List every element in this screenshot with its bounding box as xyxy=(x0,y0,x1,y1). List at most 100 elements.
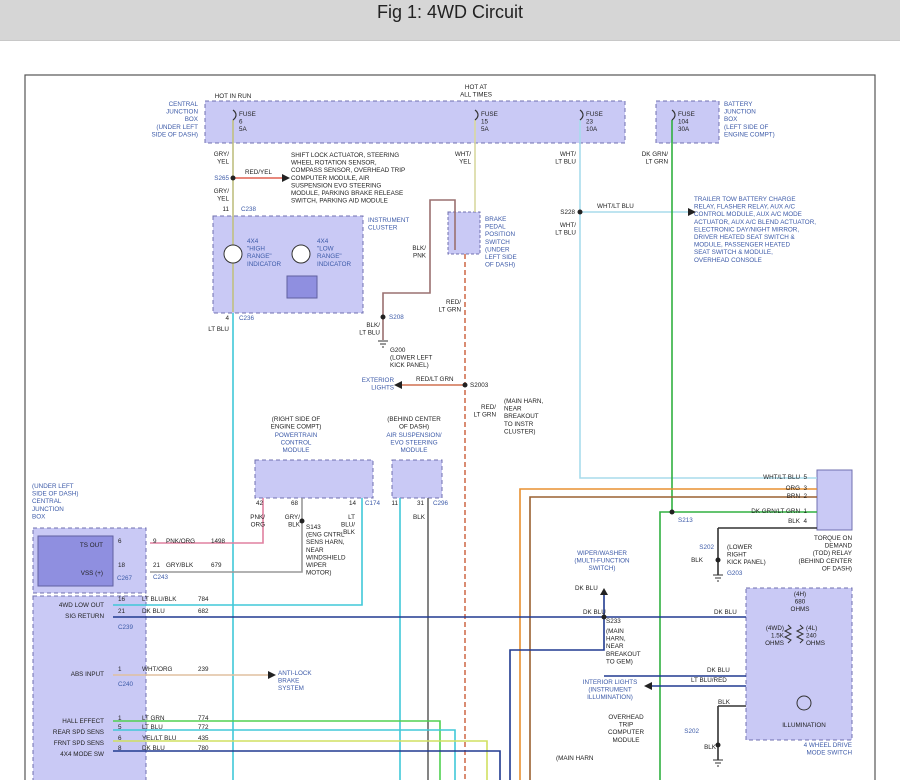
label-pcm-loc-0: (RIGHT SIDE OF xyxy=(272,416,321,423)
label-shift-lock-list-1: WHEEL ROTATION SENSOR, xyxy=(291,160,377,167)
label-s2003: S2003 xyxy=(470,382,489,389)
air-suspension-module xyxy=(391,459,443,499)
label-c174: C174 xyxy=(365,500,381,507)
label-red-yel: RED/YEL xyxy=(245,169,272,176)
label-dk-blu-extra: DK BLU xyxy=(583,609,606,616)
label-gry-yel-0: GRY/ xyxy=(214,151,230,158)
label-r4h-2: OHMS xyxy=(791,606,810,613)
label-lower-wires-3: DK BLU xyxy=(142,745,165,752)
resistors xyxy=(783,624,812,711)
label-blk: BLK xyxy=(413,514,426,521)
arrow-interior xyxy=(644,682,652,690)
ground-g203b xyxy=(713,759,723,767)
illumination-lamp xyxy=(796,695,812,711)
label-tod-pins-2: 2 xyxy=(803,493,807,500)
label-gry-blk-h: GRY/BLK xyxy=(166,562,194,569)
label-wht-ltblu-h: WHT/LT BLU xyxy=(597,203,634,210)
label-shift-lock-list-5: MODULE, PARKING BRAKE RELEASE xyxy=(291,190,403,197)
lamps xyxy=(223,244,311,264)
splice-s143 xyxy=(299,518,305,524)
label-low-range-2: RANGE" xyxy=(317,253,342,260)
label-evo-loc-1: OF DASH) xyxy=(399,424,429,431)
label-brake-switch-5: LEFT SIDE xyxy=(485,254,517,261)
label-lower-pins-0: 1 xyxy=(118,715,122,722)
wire-wht-ltblu xyxy=(579,120,817,479)
label-otc-2: COMPUTER xyxy=(608,729,644,736)
label-trailer-list-1: RELAY, FLASHER RELAY, AUX A/C xyxy=(694,204,795,211)
label-s202: S202 xyxy=(699,544,714,551)
splice-s2003 xyxy=(462,382,468,388)
label-fuse23-2: 10A xyxy=(586,126,598,133)
label-g203: G203 xyxy=(727,570,743,577)
label-wiper-2: SWITCH) xyxy=(589,565,616,572)
label-lower-nums-1: 772 xyxy=(198,724,209,731)
label-pin1: 1 xyxy=(118,666,122,673)
ground-g200 xyxy=(378,340,388,348)
label-lower-wires-1: LT BLU xyxy=(142,724,163,731)
label-blk-extra: BLK xyxy=(691,557,704,564)
label-fuse15-1: 15 xyxy=(481,119,489,126)
label-cjb-label-2: BOX xyxy=(185,116,199,123)
label-abs-1: BRAKE xyxy=(278,678,299,685)
label-r4wd-0: (4WD) xyxy=(766,625,784,632)
wire-brn xyxy=(529,496,817,780)
label-vss: VSS (+) xyxy=(81,570,103,577)
label-brake-switch-1: PEDAL xyxy=(485,224,506,231)
label-evo-loc-0: (BEHIND CENTER xyxy=(387,416,441,423)
resistor-4wd xyxy=(783,624,793,644)
label-shift-lock-list-3: COMPUTER MODULE, AIR xyxy=(291,175,370,182)
label-tod-pins-4: 4 xyxy=(803,518,807,525)
label-cjb-label-3: (UNDER LEFT xyxy=(156,124,198,131)
label-tod-wires-3: DK GRN/LT GRN xyxy=(751,508,800,515)
label-s143-2: SENS HARN, xyxy=(306,539,345,546)
label-red-ltgrn-0: RED/ xyxy=(446,299,461,306)
cjb2-module-block xyxy=(37,535,114,587)
label-sig-return: SIG RETURN xyxy=(65,613,104,620)
tod-relay-box xyxy=(816,469,853,531)
label-gry-yel-1: YEL xyxy=(217,159,229,166)
label-brake-switch-2: POSITION xyxy=(485,231,516,238)
label-pin6: 6 xyxy=(118,538,122,545)
central-junction-box xyxy=(204,100,626,144)
label-trailer-list-6: MODULE, PASSENGER HEATED xyxy=(694,242,790,249)
label-otc-3: MODULE xyxy=(613,737,640,744)
label-s2003-desc-3: TO INSTR xyxy=(504,421,534,428)
label-s2003-desc-4: CLUSTER) xyxy=(504,428,536,435)
splice-s233 xyxy=(601,614,607,620)
label-exterior-lights-0: EXTERIOR xyxy=(362,377,395,384)
label-wht-ltblu-1: LT BLU xyxy=(555,230,576,237)
label-blk-pnk-0: BLK/ xyxy=(412,245,426,252)
label-r4wd-2: OHMS xyxy=(765,640,784,647)
wire-lt-blu-2 xyxy=(113,729,456,780)
page-title: Fig 1: 4WD Circuit xyxy=(376,2,524,22)
label-wht-yel-0: WHT/ xyxy=(455,151,471,158)
arrow-trailer xyxy=(688,208,696,216)
label-wht-yel-1: YEL xyxy=(459,159,471,166)
label-instrument-cluster-1: CLUSTER xyxy=(368,225,398,232)
label-cjb2-label-3: JUNCTION xyxy=(32,506,64,513)
label-pin4: 4 xyxy=(225,315,229,322)
label-fuse104-1: 104 xyxy=(678,119,689,126)
label-hot-in-run: HOT IN RUN xyxy=(215,93,252,100)
label-trailer-list-5: DRIVER HEATED SEAT SWITCH & xyxy=(694,234,796,241)
label-high-range-3: INDICATOR xyxy=(247,261,282,268)
label-otc-0: OVERHEAD xyxy=(608,714,644,721)
label-tod-label-0: TORQUE ON xyxy=(814,535,852,542)
label-evo-1: EVO STEERING xyxy=(390,440,437,447)
arrow-shift-lock xyxy=(282,174,290,182)
label-dk-blu-extra: DK BLU xyxy=(714,609,737,616)
label-c236: C236 xyxy=(239,315,255,322)
label-trailer-list-0: TRAILER TOW BATTERY CHARGE xyxy=(694,196,796,203)
label-w1498: 1498 xyxy=(211,538,226,545)
powertrain-control-module xyxy=(254,459,374,499)
arrow-exterior xyxy=(394,381,402,389)
label-brake-switch-3: SWITCH xyxy=(485,239,510,246)
label-rear-spd: REAR SPD SENS xyxy=(53,729,104,736)
label-abs-input: ABS INPUT xyxy=(71,671,104,678)
label-tod-label-2: (TOD) RELAY xyxy=(813,550,853,557)
label-s2003-desc-1: NEAR xyxy=(504,406,522,413)
label-trailer-list-8: OVERHEAD CONSOLE xyxy=(694,257,762,264)
label-lt-blu-blk-h: LT BLU/BLK xyxy=(142,596,177,603)
label-w239: 239 xyxy=(198,666,209,673)
label-gry-blk-1: BLK xyxy=(288,522,301,529)
